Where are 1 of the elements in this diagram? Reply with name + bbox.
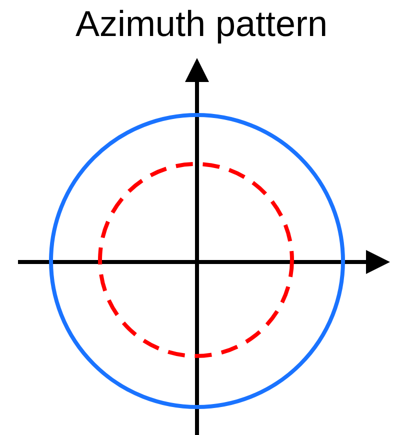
diagram-title: Azimuth pattern <box>75 2 328 46</box>
